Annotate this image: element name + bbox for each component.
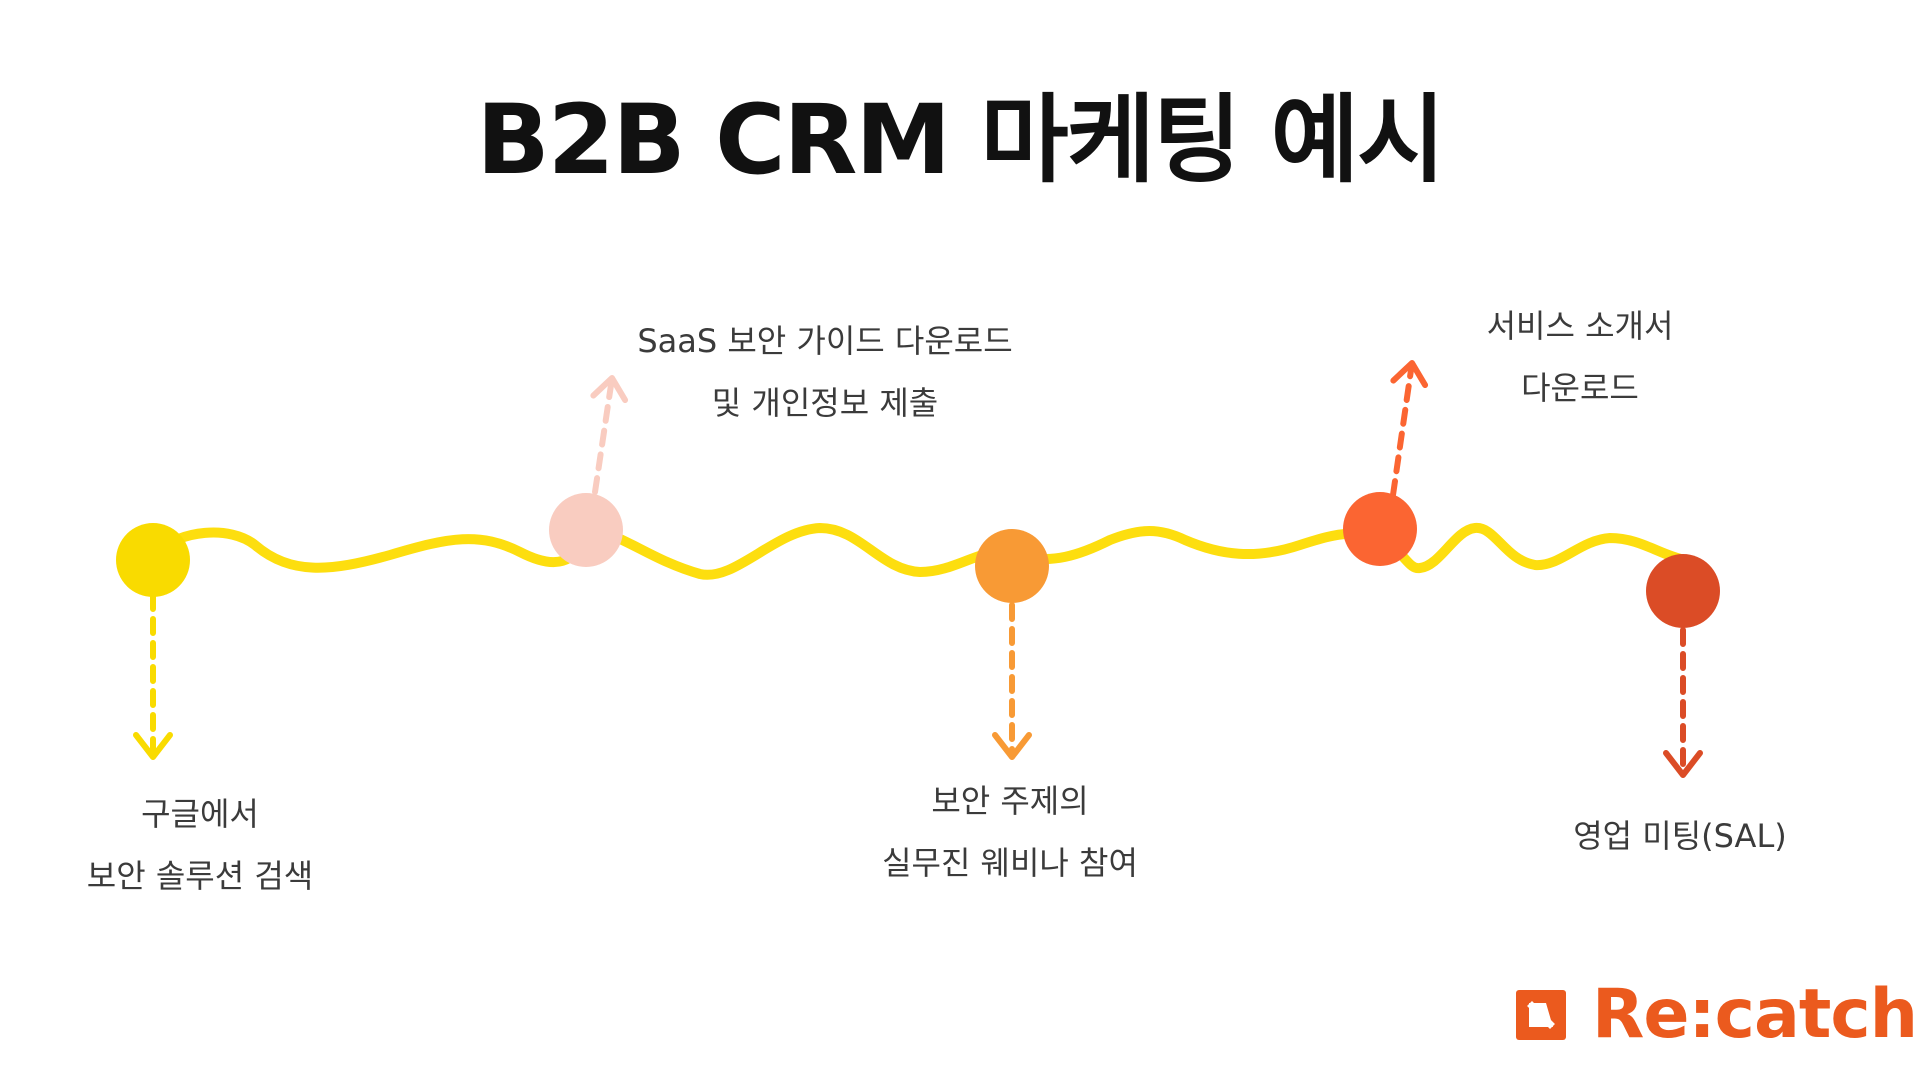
step-1-connector (136, 592, 170, 757)
step-5-connector (1666, 627, 1700, 775)
brand-logo: Re:catch (1516, 975, 1918, 1054)
step-2-label: SaaS 보안 가이드 다운로드 및 개인정보 제출 (600, 310, 1050, 434)
diagram-title: B2B CRM 마케팅 예시 (476, 84, 1446, 196)
step-2-node (549, 493, 623, 567)
step-4-connector (1390, 361, 1428, 498)
step-1-label-line-1: 구글에서 (141, 795, 259, 833)
step-3-node (975, 529, 1049, 603)
step-5-label: 영업 미팅(SAL) (1520, 805, 1840, 867)
recatch-logo-icon (1516, 989, 1566, 1040)
step-2-connector (593, 376, 627, 495)
brand-name: Re:catch (1592, 975, 1918, 1054)
step-4-label-line-2: 다운로드 (1521, 369, 1639, 407)
step-3-label: 보안 주제의 실무진 웨비나 참여 (810, 770, 1210, 894)
step-4-label: 서비스 소개서 다운로드 (1420, 295, 1740, 419)
step-5-node (1646, 554, 1720, 628)
step-3-connector (995, 602, 1029, 757)
timeline-wave (150, 522, 1690, 580)
step-1-label: 구글에서 보안 솔루션 검색 (40, 783, 360, 907)
step-3-label-line-2: 실무진 웨비나 참여 (882, 844, 1138, 882)
step-2-label-line-2: 및 개인정보 제출 (711, 384, 939, 422)
step-4-node (1343, 492, 1417, 566)
step-3-label-line-1: 보안 주제의 (931, 782, 1089, 820)
step-4-label-line-1: 서비스 소개서 (1486, 307, 1674, 345)
step-1-node (116, 523, 190, 597)
step-1-label-line-2: 보안 솔루션 검색 (86, 857, 314, 895)
step-2-label-line-1: SaaS 보안 가이드 다운로드 (637, 322, 1013, 360)
step-5-label-line-1: 영업 미팅(SAL) (1573, 817, 1787, 855)
